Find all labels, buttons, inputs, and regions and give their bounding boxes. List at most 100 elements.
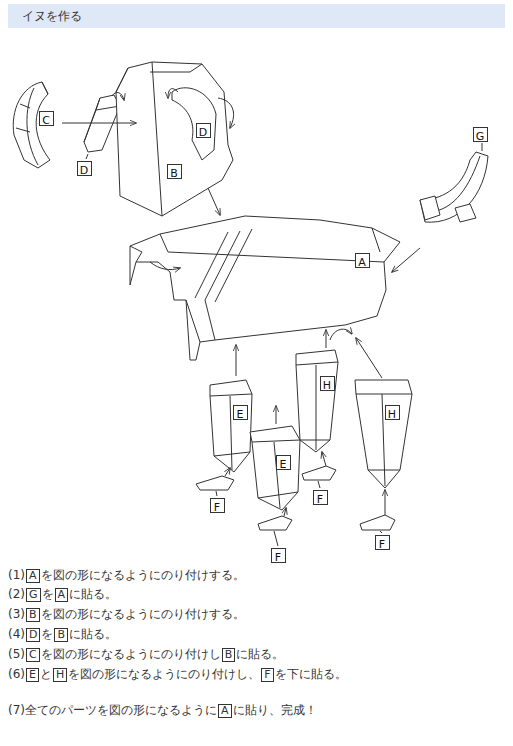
- part-letter: F: [317, 494, 323, 506]
- instruction-text: (1): [8, 568, 25, 582]
- part-letter-inline: G: [26, 588, 41, 602]
- assembly-arrow: [236, 345, 237, 376]
- instruction-text: を: [41, 627, 53, 641]
- part-letter-inline: A: [55, 588, 69, 602]
- assembly-arrow: [112, 93, 124, 100]
- instruction-line: (3)Bを図の形になるようにのり付けする。: [8, 606, 245, 622]
- part-letter-box: F: [210, 498, 225, 513]
- part-letter: D: [199, 127, 207, 139]
- foot-part-f: [216, 481, 382, 546]
- part-letter-box: D: [77, 161, 92, 176]
- part-letter-box: E: [276, 455, 291, 470]
- head-part-b: [116, 62, 202, 216]
- leg-part-h: [355, 380, 412, 488]
- instruction-text: に貼る。: [69, 587, 117, 601]
- ear-part-c: [13, 82, 50, 168]
- part-letter: G: [476, 131, 485, 143]
- instruction-text: (4): [8, 627, 25, 641]
- assembly-arrow: [356, 338, 382, 378]
- part-letter-box: H: [320, 376, 335, 391]
- part-letter-inline: B: [222, 648, 236, 662]
- part-letter-inline: A: [218, 704, 232, 718]
- part-letter-inline: C: [26, 648, 40, 662]
- part-letter-inline: E: [26, 668, 39, 682]
- part-letter: H: [323, 380, 331, 392]
- instruction-text: を図の形になるようにのり付けする。: [41, 607, 245, 621]
- instruction-text: を: [42, 587, 54, 601]
- part-letter: E: [237, 409, 244, 421]
- foot-part-f: [360, 515, 395, 530]
- instruction-text: (5): [8, 647, 25, 661]
- leg-part-e: [252, 440, 300, 508]
- part-letter-inline: B: [26, 608, 40, 622]
- part-letter-inline: H: [53, 668, 67, 682]
- assembly-arrow: [62, 123, 136, 124]
- assembly-arrow: [208, 188, 220, 215]
- leg-part-e: [210, 380, 252, 472]
- part-letter-inline: F: [261, 668, 273, 682]
- part-letter-box: D: [196, 123, 211, 138]
- head-part-b: [116, 62, 233, 216]
- body-part-a: [130, 216, 400, 360]
- leg-part-h: [356, 394, 412, 486]
- assembly-arrow: [225, 468, 230, 476]
- part-letter: B: [170, 168, 178, 180]
- foot-part-f: [302, 466, 336, 480]
- instruction-text: に貼り、完成！: [233, 703, 317, 717]
- instruction-text: (7)全てのパーツを図の形になるように: [8, 703, 217, 717]
- instruction-line: (1)Aを図の形になるようにのり付けする。: [8, 567, 245, 583]
- assembly-arrow: [330, 329, 352, 340]
- instruction-text: (6): [8, 667, 25, 681]
- part-letter-box: F: [271, 548, 286, 563]
- assembly-arrow: [326, 330, 327, 348]
- part-letter: E: [280, 459, 287, 471]
- foot-part-f: [196, 476, 234, 490]
- head-part-b: [172, 88, 216, 160]
- tail-part-g: [420, 152, 488, 222]
- assembly-arrow: [150, 262, 180, 270]
- foot-part-f: [258, 516, 292, 530]
- ear-part-d: [86, 154, 88, 159]
- instruction-line: (5)Cを図の形になるようにのり付けしBに貼る。: [8, 646, 284, 662]
- assembly-arrow: [62, 89, 420, 516]
- ear-part-c: [13, 82, 50, 168]
- foot-part-f: [196, 466, 395, 546]
- assembly-arrow: [284, 508, 286, 516]
- part-letter: F: [379, 539, 385, 551]
- instruction-text: を下に貼る。: [275, 667, 347, 681]
- leg-part-h: [296, 350, 338, 452]
- instruction-text: を図の形になるようにのり付けし、: [68, 667, 260, 681]
- part-letter-box: G: [473, 127, 488, 142]
- part-letter-box: B: [167, 164, 182, 179]
- instruction-text: と: [40, 667, 52, 681]
- instruction-text: に貼る。: [69, 627, 117, 641]
- tail-part-g: [482, 143, 483, 151]
- tail-part-g: [420, 143, 488, 222]
- part-letter-box: A: [355, 253, 370, 268]
- part-letter: C: [42, 115, 50, 127]
- page-title: イヌを作る: [22, 9, 82, 23]
- ear-part-d: [84, 98, 120, 142]
- instruction-line: (7)全てのパーツを図の形になるようにAに貼り、完成！: [8, 702, 317, 718]
- leg-part-h: [296, 350, 412, 488]
- assembly-arrow: [385, 490, 386, 515]
- instruction-line: (2)GをAに貼る。: [8, 586, 117, 602]
- tail-part-g: [420, 196, 440, 220]
- assembly-arrow: [322, 452, 326, 466]
- head-part-b: [116, 62, 233, 216]
- part-letter: A: [358, 257, 366, 269]
- instruction-text: (3): [8, 607, 25, 621]
- instruction-text: を図の形になるようにのり付けする。: [41, 568, 245, 582]
- part-letter-inline: A: [26, 569, 40, 583]
- assembly-arrow: [392, 248, 420, 272]
- instruction-text: を図の形になるようにのり付けし: [41, 647, 221, 661]
- instruction-line: (4)DをBに貼る。: [8, 626, 117, 642]
- header-bar: [8, 4, 505, 28]
- part-letter-inline: D: [26, 628, 40, 642]
- part-letter-box: H: [385, 405, 400, 420]
- part-letter-box: F: [375, 535, 390, 550]
- assembly-arrow: [218, 98, 234, 128]
- part-letter-box: E: [233, 405, 248, 420]
- leg-part-e: [210, 394, 252, 470]
- leg-part-h: [296, 362, 338, 450]
